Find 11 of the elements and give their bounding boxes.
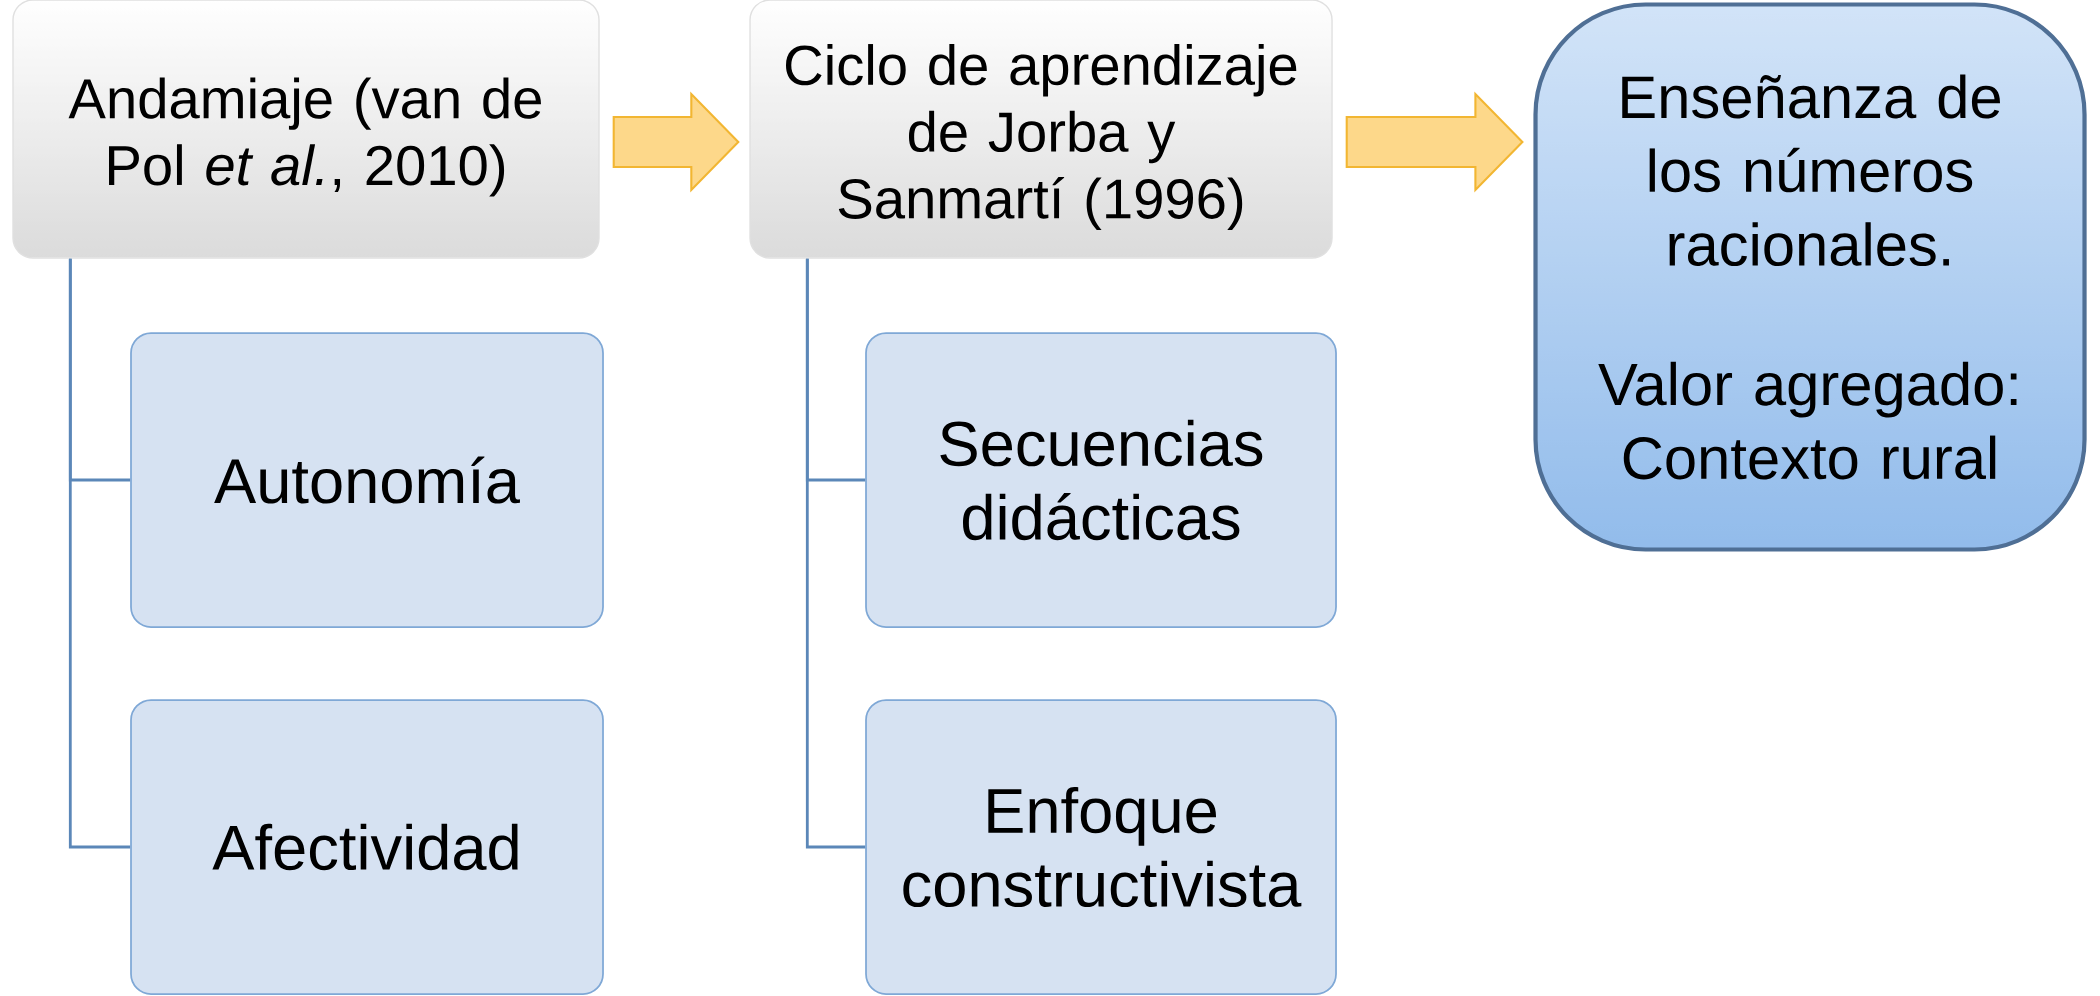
- block-arrow: [612, 91, 740, 193]
- concept-box: Secuencias didácticas: [865, 332, 1337, 628]
- header-box: Ciclo de aprendizaje de Jorba y Sanmartí (1996): [749, 0, 1333, 259]
- result-box: Enseñanza de los números racionales. Valor agregado: Contexto rural: [1533, 2, 2087, 552]
- header-box: Andamiaje (van de Pol et al., 2010): [12, 0, 600, 259]
- connector-line: [68, 258, 131, 849]
- block-arrow: [1345, 91, 1524, 193]
- concept-box: Autonomía: [130, 332, 604, 628]
- concept-box: Afectividad: [130, 699, 604, 995]
- concept-box: Enfoque constructivista: [865, 699, 1337, 995]
- connector-line: [805, 258, 866, 849]
